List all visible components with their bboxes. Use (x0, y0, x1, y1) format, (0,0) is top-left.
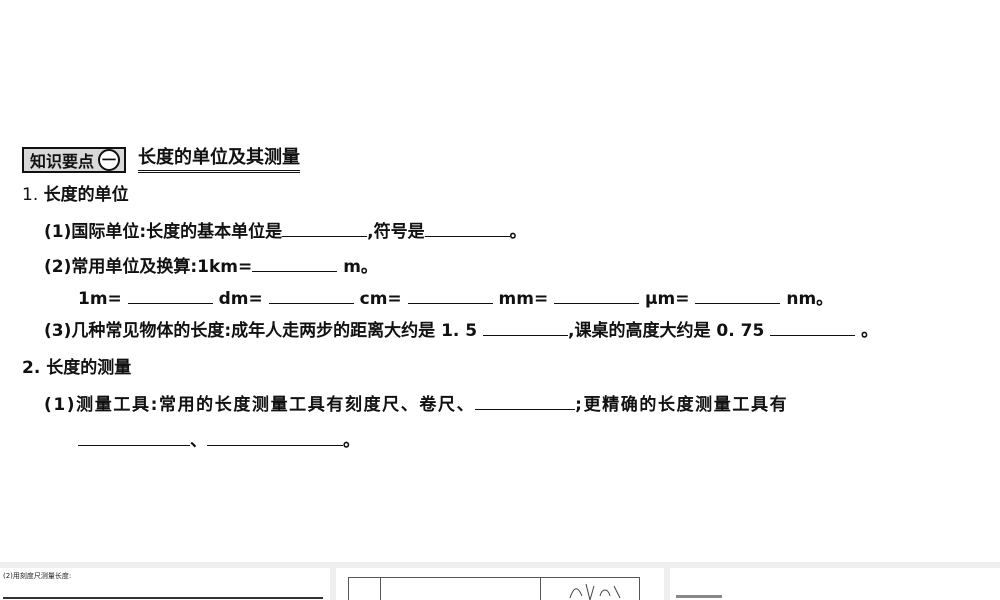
line-common-lengths: (3)几种常见物体的长度:成年人走两步的距离大约是 1. 5 ,课桌的高度大约是… (44, 318, 878, 342)
thumbnail-mark (676, 595, 722, 598)
heading-number: 1. (22, 185, 39, 205)
thumbnail-sketch-icon (569, 583, 621, 600)
text-segment: (2)常用单位及换算:1km= (44, 257, 253, 277)
text-segment: 1m= (78, 289, 122, 309)
answer-blank[interactable] (770, 318, 856, 336)
answer-blank[interactable] (127, 286, 213, 304)
text-segment: 。 (861, 321, 879, 341)
text-segment: m。 (343, 257, 378, 277)
text-segment: ,符号是 (367, 222, 425, 242)
text-segment: μm= (645, 289, 690, 309)
section-title: 长度的单位及其测量 (138, 147, 301, 173)
line-precise-tools: 、。 (78, 428, 360, 452)
text-segment: nm。 (786, 289, 834, 309)
section-header: 知识要点 一 长度的单位及其测量 (22, 147, 301, 173)
answer-blank[interactable] (424, 219, 510, 237)
line-unit-conversion: 1m= dm= cm= mm= μm= nm。 (78, 286, 833, 310)
text-segment: (1)测量工具:常用的长度测量工具有刻度尺、卷尺、 (44, 395, 476, 415)
text-segment: ,课桌的高度大约是 0. 75 (568, 321, 765, 341)
heading-length-units: 1. 长度的单位 (22, 184, 129, 206)
heading-text: 长度的单位 (43, 185, 129, 205)
slide-thumbnail[interactable] (336, 568, 664, 600)
line-measuring-tools: (1)测量工具:常用的长度测量工具有刻度尺、卷尺、 ;更精确的长度测量工具有 (44, 392, 788, 416)
answer-blank[interactable] (282, 219, 368, 237)
text-segment: mm= (498, 289, 549, 309)
answer-blank[interactable] (207, 428, 343, 446)
slide-thumbnail-strip: (2)用刻度尺测量长度: (0, 562, 1000, 600)
thumbnail-divider (380, 577, 381, 600)
text-segment: dm= (218, 289, 263, 309)
answer-blank[interactable] (78, 428, 190, 446)
thumbnail-label: (2)用刻度尺测量长度: (3, 572, 72, 580)
answer-blank[interactable] (475, 392, 576, 410)
text-segment: 、 (190, 431, 207, 451)
text-segment: ;更精确的长度测量工具有 (575, 395, 789, 415)
text-segment: 。 (343, 431, 360, 451)
slide-thumbnail[interactable] (670, 568, 1000, 600)
text-segment: (1)国际单位:长度的基本单位是 (44, 222, 283, 242)
badge-label: 知识要点 (30, 152, 95, 171)
document-page: 知识要点 一 长度的单位及其测量 1. 长度的单位 (1)国际单位:长度的基本单… (22, 147, 879, 452)
text-segment: (3)几种常见物体的长度:成年人走两步的距离大约是 1. 5 (44, 321, 478, 341)
thumbnail-divider (540, 577, 541, 600)
line-common-units: (2)常用单位及换算:1km= m。 (44, 254, 378, 278)
answer-blank[interactable] (695, 286, 781, 304)
thumbnail-table-line (3, 597, 323, 599)
heading-length-measurement: 2. 长度的测量 (22, 358, 132, 378)
knowledge-point-badge: 知识要点 一 (22, 147, 127, 173)
text-segment: cm= (359, 289, 402, 309)
badge-number: 一 (98, 149, 121, 171)
answer-blank[interactable] (483, 318, 569, 336)
answer-blank[interactable] (554, 286, 640, 304)
answer-blank[interactable] (268, 286, 354, 304)
answer-blank[interactable] (252, 254, 338, 272)
text-segment: 。 (509, 222, 527, 242)
answer-blank[interactable] (407, 286, 493, 304)
thumbnail-table (348, 577, 640, 600)
slide-thumbnail[interactable]: (2)用刻度尺测量长度: (0, 568, 330, 600)
line-international-unit: (1)国际单位:长度的基本单位是 ,符号是 。 (44, 219, 527, 243)
